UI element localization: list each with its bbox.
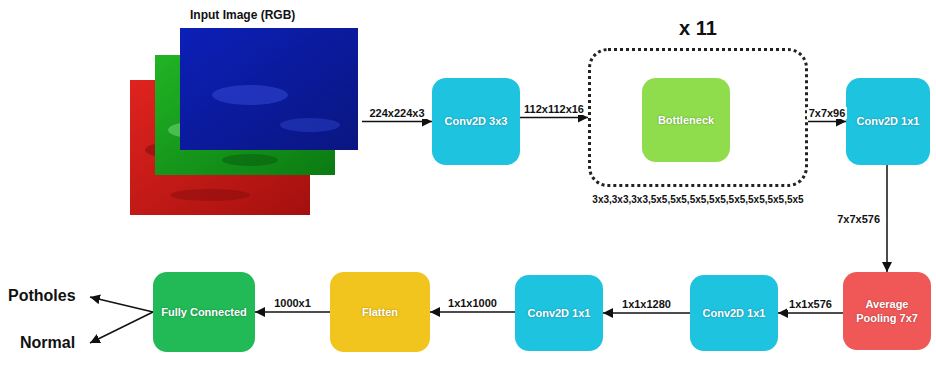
tensor-shape: 7x7x576	[835, 213, 882, 225]
tensor-shape: 1x1x1280	[620, 298, 673, 310]
conv-box: Conv2D 1x1	[690, 275, 778, 351]
class-label: Normal	[20, 334, 75, 352]
output-arrow	[90, 297, 153, 312]
dense-box: Fully Connected	[153, 272, 255, 352]
tensor-shape: 112x112x16	[522, 103, 586, 115]
conv-box: Conv2D 1x1	[846, 78, 930, 165]
texture	[212, 85, 288, 105]
node-label: Conv2D 1x1	[857, 114, 920, 128]
conv-box: Conv2D 1x1	[515, 275, 603, 351]
flow-arrow	[430, 311, 515, 313]
flow-arrow	[603, 312, 690, 314]
class-label: Potholes	[8, 287, 76, 305]
tensor-shape: 1000x1	[272, 297, 313, 309]
node-label: Conv2D 1x1	[703, 306, 766, 320]
repeat-group: x 11Bottleneck	[588, 48, 808, 187]
flow-arrow	[778, 312, 843, 314]
kernel-list: 3x3,3x3,3x3,5x5,5x5,5x5,5x5,5x5,5x5,5x5,…	[592, 194, 803, 205]
node-label: Average Pooling 7x7	[849, 297, 925, 326]
flow-arrow	[886, 165, 888, 272]
input-image: Input Image (RGB)	[130, 8, 362, 218]
texture	[280, 118, 340, 132]
conv-box: Conv2D 3x3	[432, 78, 520, 165]
node-label: Fully Connected	[161, 305, 247, 319]
blue-channel	[180, 28, 358, 150]
node-heading: x 11	[591, 17, 805, 40]
tensor-shape: 224x224x3	[367, 107, 426, 119]
flow-arrow	[520, 117, 588, 119]
tensor-shape: 1x1x1000	[446, 297, 499, 309]
pooling-box: Average Pooling 7x7	[843, 272, 931, 350]
output-arrow	[90, 312, 153, 343]
texture	[222, 154, 278, 166]
tensor-shape: 7x7x96	[807, 107, 848, 119]
node-label: Conv2D 1x1	[528, 306, 591, 320]
bottleneck-box: Bottleneck	[642, 78, 730, 162]
tensor-shape: 1x1x576	[787, 298, 834, 310]
node-label: Bottleneck	[658, 113, 714, 127]
node-label: Conv2D 3x3	[445, 114, 508, 128]
node-heading: Input Image (RGB)	[190, 8, 362, 22]
node-label: Flatten	[362, 305, 398, 319]
flow-arrow	[255, 311, 330, 313]
flow-arrow	[808, 121, 846, 123]
texture	[170, 189, 250, 201]
rgb-image-stack	[130, 28, 358, 215]
flatten-box: Flatten	[330, 272, 430, 352]
flow-arrow	[362, 121, 432, 123]
